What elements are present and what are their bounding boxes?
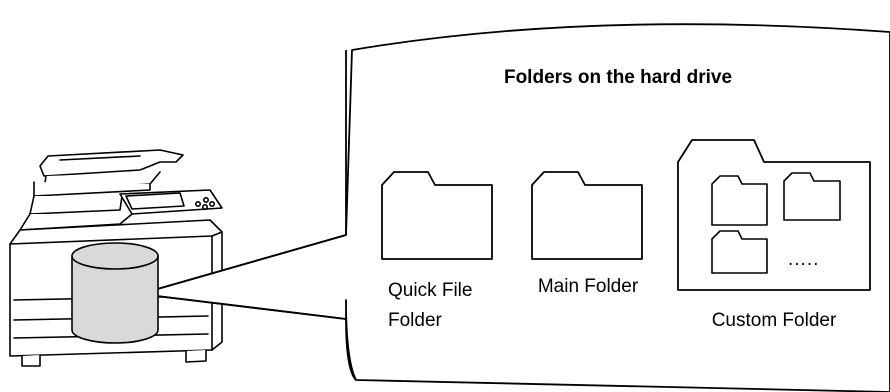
custom-folder-label: Custom Folder: [712, 310, 837, 331]
custom-subfolder-3-icon: [711, 230, 768, 274]
diagram-title: Folders on the hard drive: [504, 67, 732, 88]
custom-folder-more-indicator: .....: [788, 249, 819, 270]
quick-file-folder-icon: [381, 171, 493, 260]
custom-subfolder-2-icon: [783, 172, 841, 221]
main-folder-icon: [531, 171, 643, 260]
custom-subfolder-1-icon: [711, 175, 768, 226]
quick-file-folder-label-line1: Quick File: [388, 280, 472, 301]
quick-file-folder-label-line2: Folder: [388, 310, 443, 331]
hard-drive-icon: [71, 242, 159, 344]
main-folder-label: Main Folder: [538, 276, 639, 297]
custom-folder-icon: [677, 139, 871, 291]
quick-file-folder-label: Quick File Folder: [388, 280, 478, 331]
